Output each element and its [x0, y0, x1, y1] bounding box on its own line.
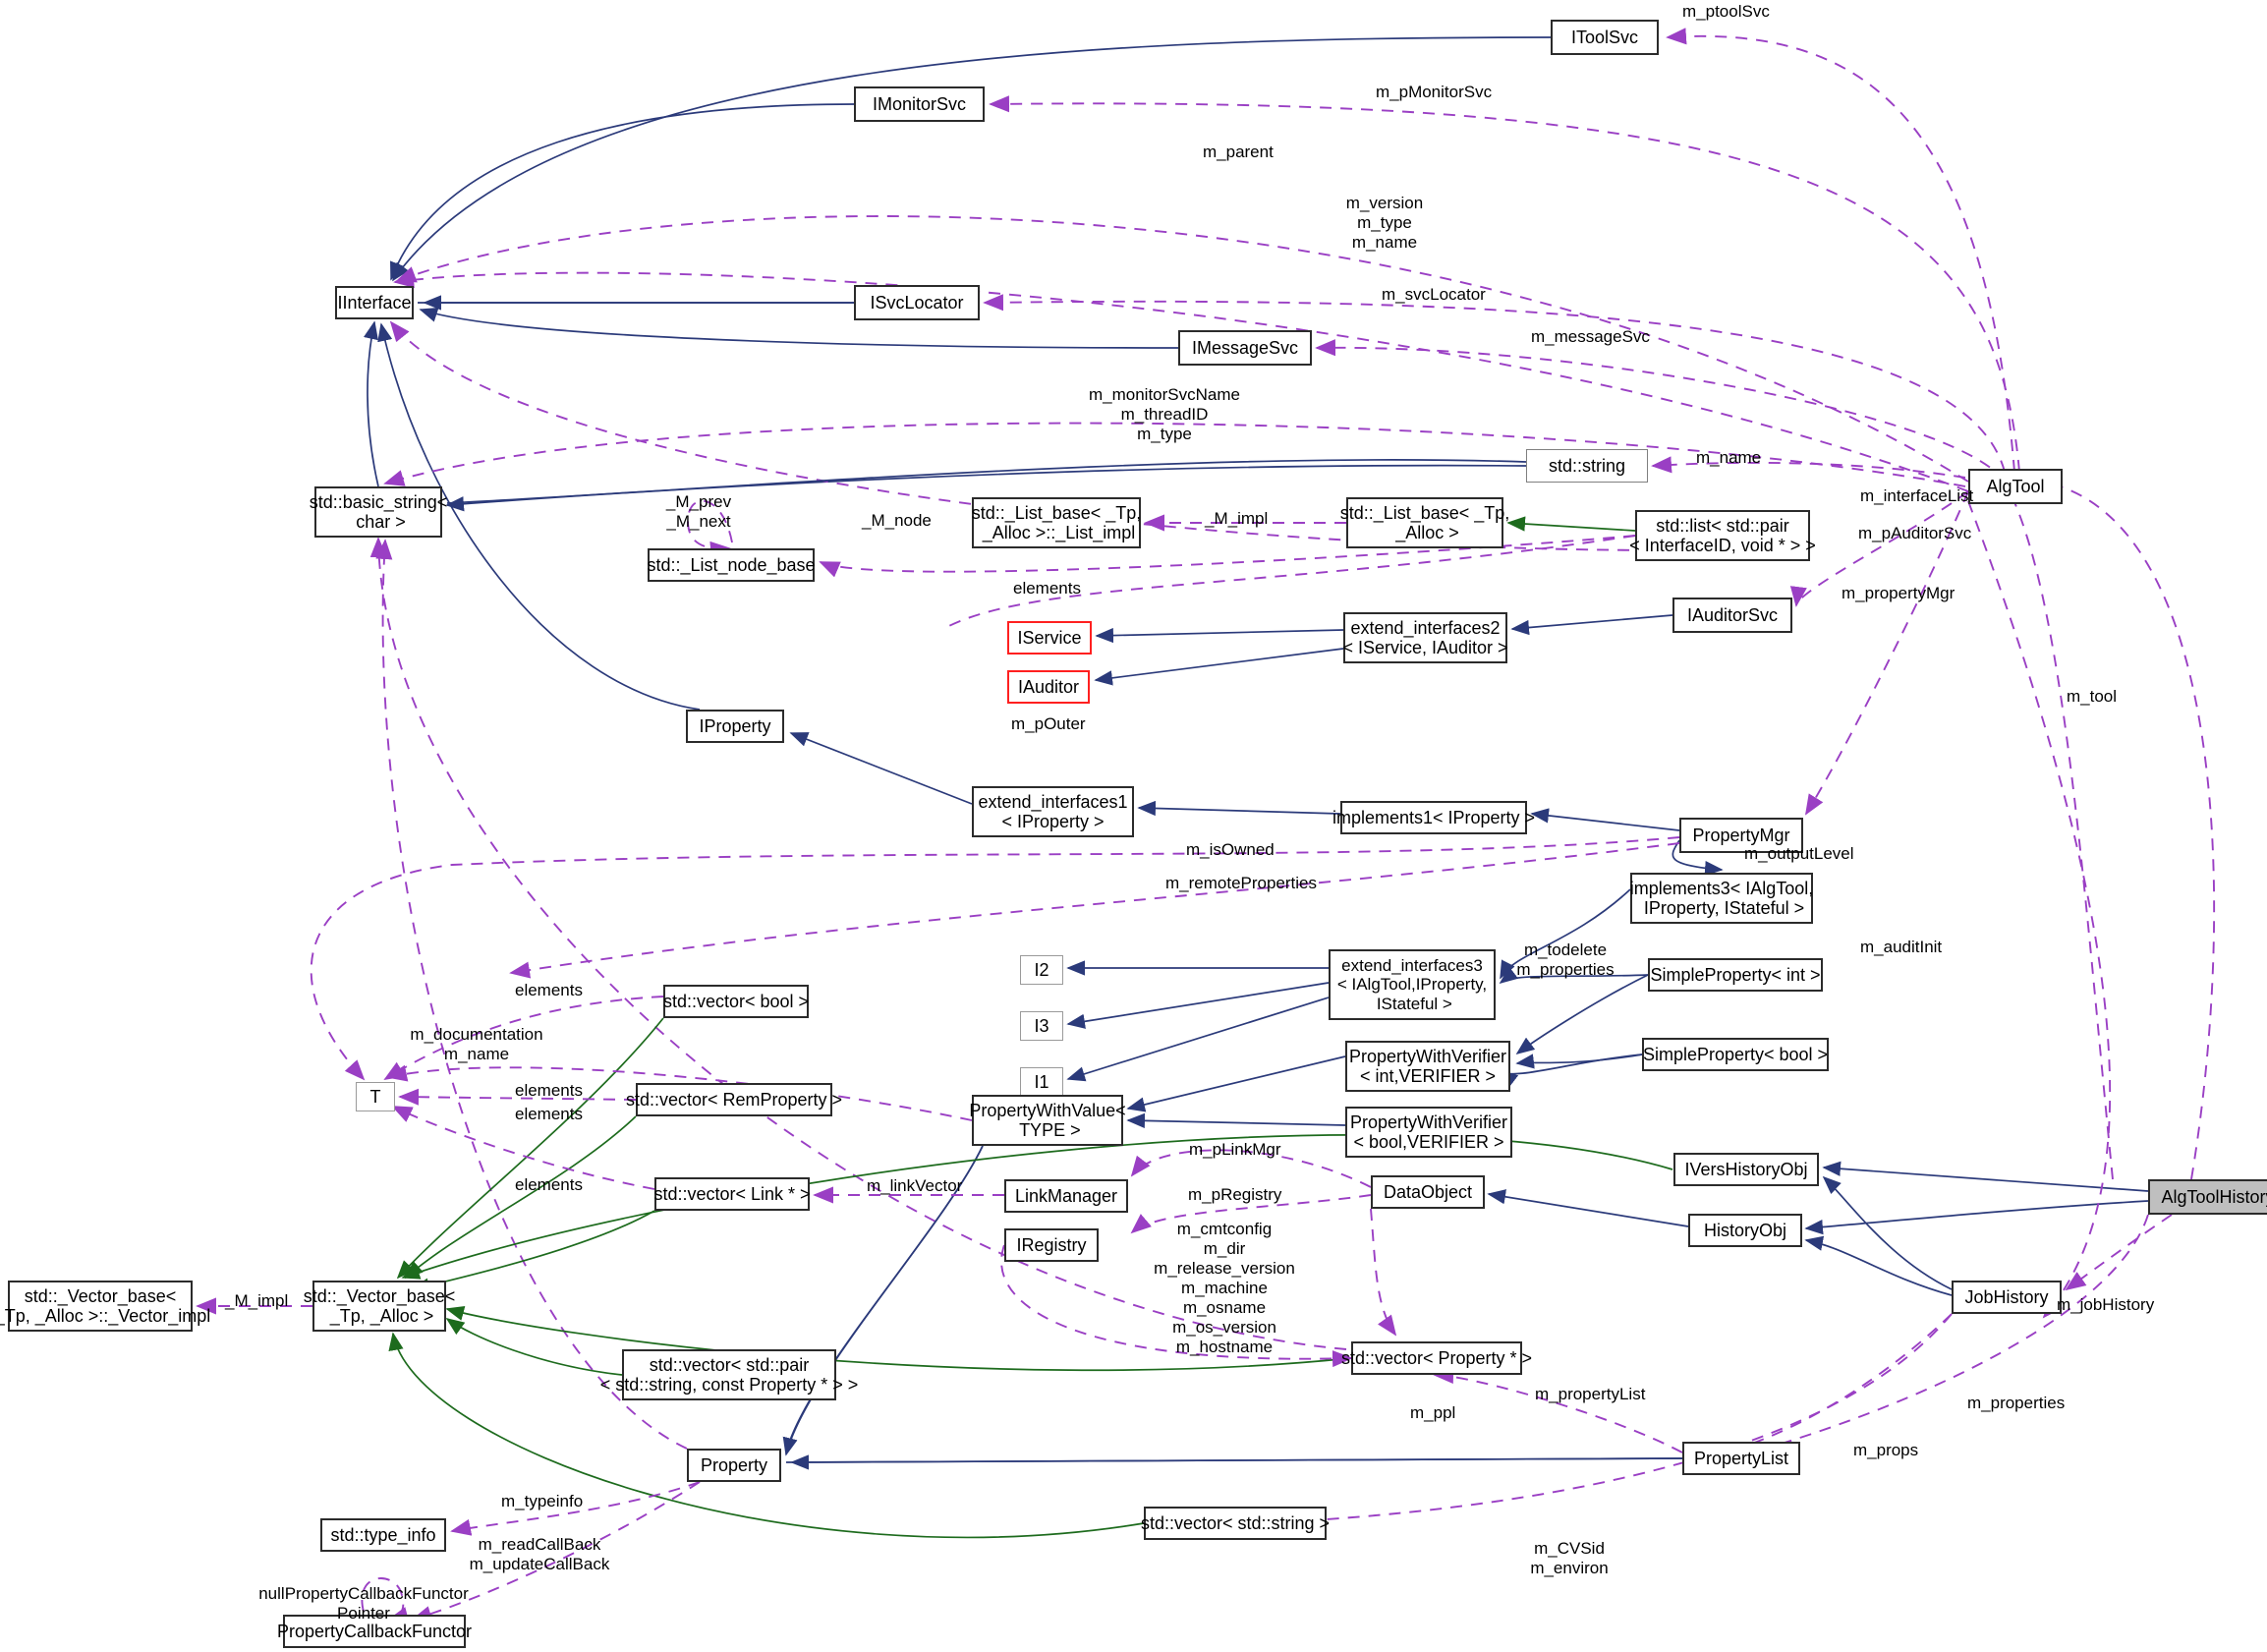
class-node-vec-pair-str[interactable]: std::vector< std::pair < std::string, co…	[600, 1349, 858, 1400]
class-node-propertylist[interactable]: PropertyList	[1682, 1442, 1800, 1475]
class-node-vec-remproperty[interactable]: std::vector< RemProperty >	[626, 1083, 842, 1116]
class-node-iservice[interactable]: IService	[1007, 621, 1092, 655]
class-node-basic-string[interactable]: std::basic_string< char >	[310, 486, 447, 538]
class-node-std-list-pair[interactable]: std::list< std::pair < InterfaceID, void…	[1629, 510, 1816, 561]
class-node-vector-base[interactable]: std::_Vector_base< _Tp, _Alloc >	[304, 1281, 455, 1332]
edge-label-m-props: m_props	[1853, 1441, 1919, 1459]
edge-label-m-jobhistory: m_jobHistory	[2057, 1295, 2155, 1314]
class-node-propertycallbackfunctor[interactable]: PropertyCallbackFunctor	[277, 1615, 472, 1648]
edge-label-m-interfacelist: m_interfaceList	[1860, 486, 1974, 505]
class-node-std-string[interactable]: std::string	[1526, 449, 1648, 483]
edge-label-m-impl-list: _M_impl	[1205, 509, 1269, 528]
edge-label-m-pmonitorsvc: m_pMonitorSvc	[1376, 83, 1493, 101]
class-node-type-info[interactable]: std::type_info	[320, 1518, 446, 1552]
class-node-vec-property-ptr[interactable]: std::vector< Property * >	[1341, 1341, 1532, 1375]
class-node-propwithver-bool[interactable]: PropertyWithVerifier < bool,VERIFIER >	[1345, 1107, 1512, 1158]
edge-label-m-propertymgr: m_propertyMgr	[1842, 584, 1955, 602]
edge-label-m-pregistry: m_pRegistry	[1188, 1185, 1282, 1204]
class-node-implements1[interactable]: implements1< IProperty >	[1332, 801, 1535, 834]
edge-label-m-version-type-name: m_version m_type m_name	[1345, 194, 1424, 253]
class-node-extend-if1[interactable]: extend_interfaces1 < IProperty >	[972, 786, 1134, 837]
edge-label-m-pouter: m_pOuter	[1011, 714, 1086, 733]
class-node-historyobj[interactable]: HistoryObj	[1688, 1214, 1802, 1247]
class-node-isvclocator[interactable]: ISvcLocator	[854, 285, 980, 320]
edge-label-m-typeinfo: m_typeinfo	[501, 1492, 584, 1510]
class-node-implements3[interactable]: implements3< IAlgTool, IProperty, IState…	[1630, 873, 1813, 924]
edge-label-m-cmtconfig: m_cmtconfig m_dir m_release_version m_ma…	[1154, 1220, 1295, 1357]
class-node-linkmanager[interactable]: LinkManager	[1004, 1179, 1128, 1213]
edge-label-m-ptoolsvc: m_ptoolSvc	[1682, 2, 1770, 21]
class-node-propwithvalue[interactable]: PropertyWithValue< TYPE >	[969, 1095, 1126, 1146]
edge-label-m-impl-vec: _M_impl	[225, 1291, 289, 1310]
class-node-dataobject[interactable]: DataObject	[1371, 1175, 1485, 1209]
edge-label-m-todelete-props: m_todelete m_properties	[1516, 940, 1615, 980]
class-node-vec-bool[interactable]: std::vector< bool >	[663, 985, 809, 1018]
class-node-algtoolhistory[interactable]: AlgToolHistory	[2148, 1179, 2267, 1215]
class-node-itooisvc[interactable]: IToolSvc	[1551, 20, 1659, 55]
class-node-list-base[interactable]: std::_List_base< _Tp, _Alloc >	[1340, 497, 1509, 548]
edge-label-elements-1: elements	[1013, 579, 1081, 598]
edge-label-m-parent: m_parent	[1203, 142, 1274, 161]
class-node-i1[interactable]: I1	[1020, 1067, 1063, 1097]
class-node-simpleproperty-bool[interactable]: SimpleProperty< bool >	[1642, 1038, 1829, 1071]
edge-label-elements-3: elements	[515, 1081, 583, 1100]
class-node-iauditorsvc[interactable]: IAuditorSvc	[1672, 598, 1792, 633]
edge-label-m-prev-next: _M_prev _M_next	[665, 492, 732, 532]
class-node-iregistry[interactable]: IRegistry	[1004, 1228, 1099, 1262]
class-node-i2[interactable]: I2	[1020, 955, 1063, 985]
class-node-extend-if3[interactable]: extend_interfaces3 < IAlgTool,IProperty,…	[1329, 949, 1496, 1020]
edge-label-nullpropertycallback: nullPropertyCallbackFunctor Pointer	[258, 1584, 469, 1624]
class-node-extend-if2[interactable]: extend_interfaces2 < IService, IAuditor …	[1342, 612, 1508, 663]
class-node-vec-link[interactable]: std::vector< Link * >	[653, 1177, 811, 1211]
edge-label-m-monitorsvcname: m_monitorSvcName m_threadID m_type	[1089, 385, 1240, 444]
class-node-imonitorsvc[interactable]: IMonitorSvc	[854, 86, 985, 122]
edge-label-m-linkvector: m_linkVector	[867, 1176, 963, 1195]
class-node-ivershistoryobj[interactable]: IVersHistoryObj	[1673, 1153, 1819, 1186]
class-node-algtool[interactable]: AlgTool	[1968, 469, 2063, 504]
class-node-list-node-base[interactable]: std::_List_node_base	[647, 548, 816, 582]
class-node-vector-impl[interactable]: std::_Vector_base< _Tp, _Alloc >::_Vecto…	[0, 1281, 210, 1332]
edge-label-m-plinkmgr: m_pLinkMgr	[1189, 1140, 1281, 1159]
class-node-list-impl[interactable]: std::_List_base< _Tp, _Alloc >::_List_im…	[972, 497, 1141, 548]
edge-label-m-outputlevel: m_outputLevel	[1744, 844, 1854, 863]
class-node-iauditor[interactable]: IAuditor	[1007, 670, 1090, 704]
edge-label-elements-5: elements	[515, 1175, 583, 1194]
class-node-jobhistory[interactable]: JobHistory	[1952, 1281, 2062, 1314]
class-node-propwithver-int[interactable]: PropertyWithVerifier < int,VERIFIER >	[1345, 1041, 1510, 1092]
edge-label-elements-2: elements	[515, 981, 583, 999]
edge-label-m-readcallback: m_readCallBack m_updateCallBack	[469, 1535, 610, 1574]
class-node-vec-string[interactable]: std::vector< std::string >	[1141, 1507, 1330, 1540]
edge-label-m-properties: m_properties	[1967, 1394, 2066, 1412]
edge-label-m-cvsid: m_CVSid m_environ	[1530, 1539, 1609, 1578]
edge-label-m-node: _M_node	[862, 511, 932, 530]
edge-label-m-pauditorsvc: m_pAuditorSvc	[1858, 524, 1972, 542]
edge-label-m-name-string: m_name	[1696, 448, 1762, 467]
edge-label-m-documentation: m_documentation m_name	[410, 1025, 543, 1064]
edge-label-m-ppl: m_ppl	[1410, 1403, 1456, 1422]
edge-label-m-isowned: m_isOwned	[1186, 840, 1275, 859]
class-node-propertymgr[interactable]: PropertyMgr	[1679, 818, 1803, 853]
class-node-imessagesvc[interactable]: IMessageSvc	[1178, 330, 1312, 366]
class-node-simpleproperty-int[interactable]: SimpleProperty< int >	[1648, 958, 1823, 992]
edge-label-m-svclocator: m_svcLocator	[1382, 285, 1486, 304]
class-node-i3[interactable]: I3	[1020, 1011, 1063, 1041]
edge-label-m-propertylist: m_propertyList	[1535, 1385, 1646, 1403]
class-node-iinterface[interactable]: IInterface	[335, 286, 414, 319]
class-node-property[interactable]: Property	[687, 1449, 781, 1482]
class-node-t[interactable]: T	[356, 1082, 395, 1111]
edge-label-m-messagesvc: m_messageSvc	[1531, 327, 1650, 346]
edge-label-m-tool: m_tool	[2067, 687, 2118, 706]
edge-label-elements-4: elements	[515, 1105, 583, 1123]
edge-label-m-auditinit: m_auditInit	[1860, 938, 1943, 956]
class-node-iproperty[interactable]: IProperty	[686, 710, 784, 743]
edge-label-m-remoteproperties: m_remoteProperties	[1165, 874, 1318, 892]
